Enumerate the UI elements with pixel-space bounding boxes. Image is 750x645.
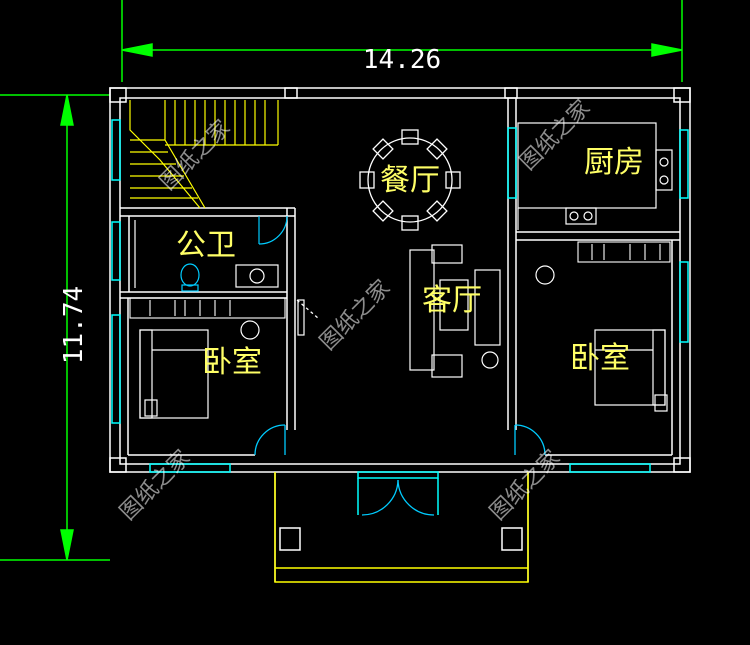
room-label-bedroom-left: 卧室	[202, 345, 262, 380]
wardrobes	[129, 241, 671, 319]
arrow-down-icon	[60, 529, 74, 561]
windows	[111, 119, 689, 515]
stairs	[129, 100, 279, 209]
arrow-right-icon	[651, 43, 683, 57]
watermark: 图纸之家	[485, 445, 565, 525]
bed-left	[139, 320, 260, 419]
kitchen-counter	[517, 122, 673, 230]
room-label-living: 客厅	[422, 283, 482, 318]
porch-steps	[274, 472, 529, 583]
watermark: 图纸之家	[315, 275, 395, 355]
dimension-lines	[0, 0, 683, 561]
watermark: 图纸之家	[115, 445, 195, 525]
bed-right	[535, 265, 668, 412]
dining-table	[359, 129, 461, 231]
depth-dimension: 11.74	[59, 286, 89, 364]
arrow-up-icon	[60, 94, 74, 126]
arrow-left-icon	[121, 43, 153, 57]
room-label-bathroom: 公卫	[176, 228, 236, 263]
width-dimension: 14.26	[363, 45, 441, 75]
room-label-dining: 餐厅	[380, 163, 440, 198]
doors	[254, 299, 546, 516]
room-label-kitchen: 厨房	[584, 145, 644, 180]
sofa-set	[297, 244, 501, 378]
room-label-bedroom-right: 卧室	[570, 341, 630, 376]
bathroom-fixtures	[134, 215, 288, 292]
